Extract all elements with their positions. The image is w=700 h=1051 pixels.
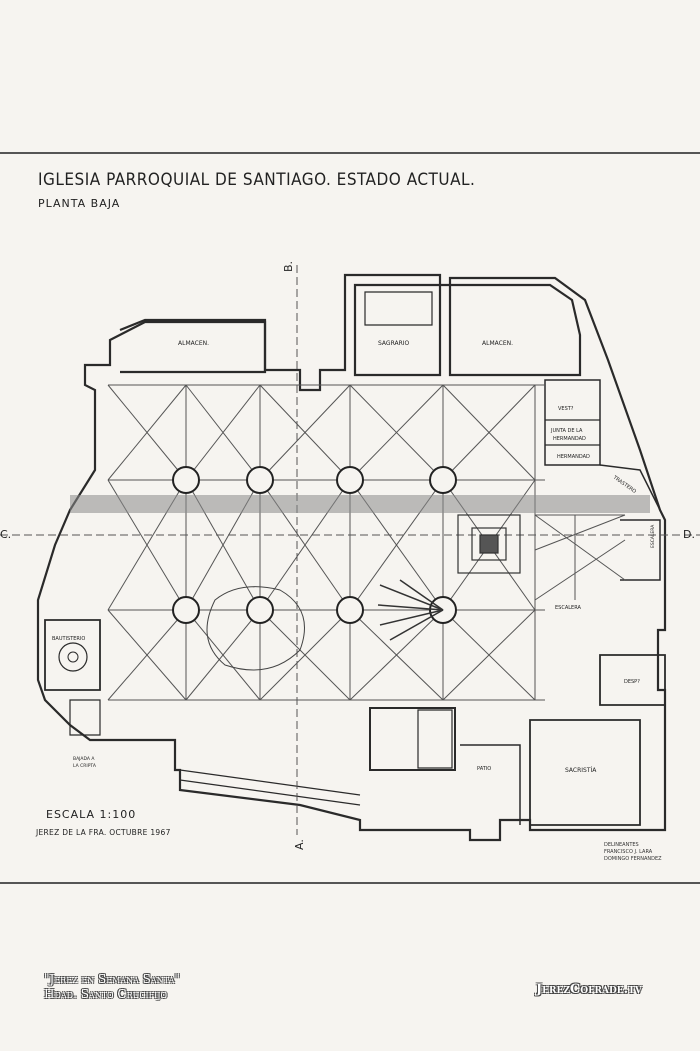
- room-bautisterio: BAUTISTERIO: [52, 636, 85, 642]
- room-escalera-right: ESCALERA: [650, 524, 656, 548]
- credit-line-3: DOMINGO FERNANDEZ: [604, 856, 662, 862]
- watermark-left: "Jerez en Semana Santa" Hdad. Santo Cruc…: [44, 972, 180, 1002]
- drawing-subtitle: PLANTA BAJA: [38, 197, 121, 210]
- room-despacho: DESP?: [624, 679, 640, 685]
- room-sagrario: SAGRARIO: [378, 340, 410, 347]
- section-b-label: B.: [282, 261, 295, 272]
- room-patio: PATIO: [477, 766, 491, 772]
- room-trastero: TRASTERO: [611, 474, 637, 495]
- drawing-credit: DELINEANTES FRANCISCO J. LARA DOMINGO FE…: [604, 842, 662, 863]
- room-escalera: ESCALERA: [555, 605, 581, 611]
- frame-bottom-line: [0, 882, 700, 884]
- room-vestibulo: VEST?: [558, 406, 574, 412]
- watermark-right: JerezCofrade.tv: [536, 982, 642, 997]
- credit-line-1: DELINEANTES: [604, 842, 639, 848]
- room-almacen-right: ALMACEN.: [482, 340, 513, 347]
- section-d-label: D.: [683, 528, 695, 541]
- room-bajada-line1: BAJADA A: [73, 756, 95, 762]
- room-junta-line1: JUNTA DE LA: [550, 428, 583, 434]
- drawing-title: IGLESIA PARROQUIAL DE SANTIAGO. ESTADO A…: [38, 170, 476, 190]
- section-c-label: C.: [0, 528, 11, 541]
- room-sacristia: SACRISTÍA: [565, 767, 597, 774]
- room-junta-line2: HERMANDAD: [553, 436, 586, 442]
- watermark-left-line1: "Jerez en Semana Santa": [44, 972, 180, 986]
- drawing-date: JEREZ DE LA FRA. OCTUBRE 1967: [36, 828, 171, 837]
- section-a-label: A.: [293, 839, 306, 850]
- room-almacen-left: ALMACEN.: [178, 340, 209, 347]
- room-hermandad: HERMANDAD: [557, 454, 590, 460]
- drawing-scale: ESCALA 1:100: [46, 808, 137, 821]
- credit-line-2: FRANCISCO J. LARA: [604, 849, 653, 855]
- watermark-left-line2: Hdad. Santo Crucifijo: [44, 987, 168, 1001]
- room-bajada-line2: LA CRIPTA: [73, 763, 97, 769]
- frame-top-line: [0, 152, 700, 154]
